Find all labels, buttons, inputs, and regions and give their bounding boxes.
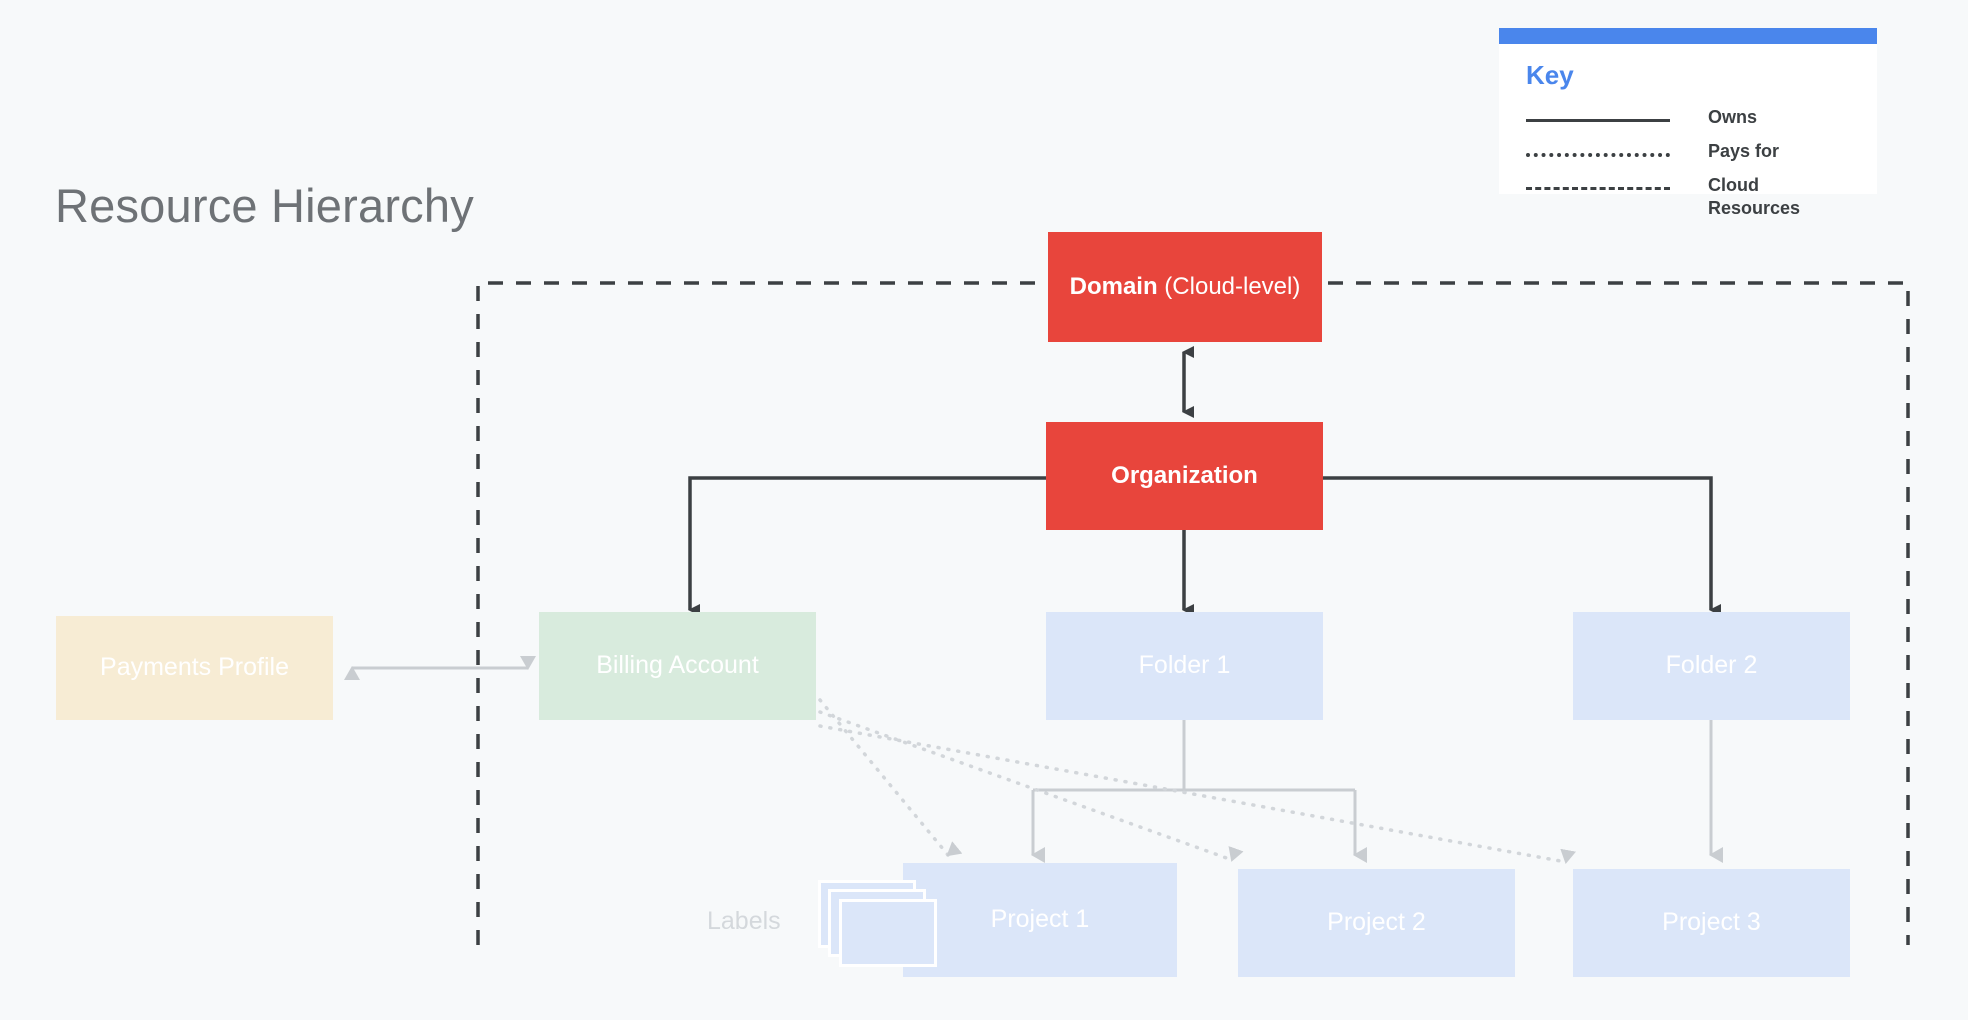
node-folder-2[interactable]: Folder 2 — [1573, 612, 1850, 720]
node-domain-label: Domain (Cloud-level) — [1070, 272, 1301, 302]
node-project-3-label: Project 3 — [1662, 908, 1761, 937]
legend-panel: Key Owns Pays for Cloud Resources — [1499, 28, 1877, 218]
legend-body: Key Owns Pays for Cloud Resources — [1499, 44, 1877, 218]
node-folder-1[interactable]: Folder 1 — [1046, 612, 1323, 720]
node-project-3[interactable]: Project 3 — [1573, 869, 1850, 977]
edge-folder-1-projects — [1031, 720, 1367, 863]
node-project-2-label: Project 2 — [1327, 908, 1426, 937]
legend-item-cloud-resources: Cloud Resources — [1526, 174, 1838, 221]
dashed-line-icon — [1526, 178, 1670, 198]
labels-caption: Labels — [707, 907, 781, 935]
labels-stack-icon[interactable] — [818, 880, 938, 975]
page-title: Resource Hierarchy — [55, 179, 474, 232]
node-billing-account[interactable]: Billing Account — [539, 612, 816, 720]
legend-item-owns: Owns — [1526, 106, 1757, 130]
edge-organization-folder-2 — [1323, 476, 1721, 616]
edge-organization-billing-account — [688, 476, 1046, 616]
node-project-1[interactable]: Project 1 — [903, 863, 1177, 977]
solid-line-icon — [1526, 110, 1670, 130]
node-organization[interactable]: Organization — [1046, 422, 1323, 530]
node-folder-1-label: Folder 1 — [1138, 651, 1231, 680]
dotted-line-icon — [1526, 144, 1670, 164]
legend-item-pays-for-label: Pays for — [1708, 141, 1780, 161]
legend-item-owns-label: Owns — [1708, 107, 1758, 127]
node-domain-label-bold: Domain — [1069, 273, 1158, 300]
legend-item-cloud-resources-label: Cloud Resources — [1708, 175, 1801, 219]
node-project-2[interactable]: Project 2 — [1238, 869, 1515, 977]
node-project-1-label: Project 1 — [990, 905, 1090, 934]
node-payments-profile-label: Payments Profile — [100, 653, 289, 682]
node-payments-profile[interactable]: Payments Profile — [56, 616, 333, 720]
legend-title: Key — [1526, 60, 1574, 90]
legend-item-pays-for: Pays for — [1526, 140, 1779, 164]
node-organization-label: Organization — [1111, 462, 1258, 489]
edge-billing-account-pays-for — [818, 698, 1577, 864]
node-billing-account-label: Billing Account — [596, 651, 759, 680]
node-domain-label-regular: (Cloud-level) — [1157, 273, 1301, 300]
labels-card-front — [839, 899, 937, 967]
node-domain[interactable]: Domain (Cloud-level) — [1048, 232, 1322, 342]
node-folder-2-label: Folder 2 — [1665, 651, 1758, 680]
legend-accent-bar — [1499, 28, 1877, 44]
